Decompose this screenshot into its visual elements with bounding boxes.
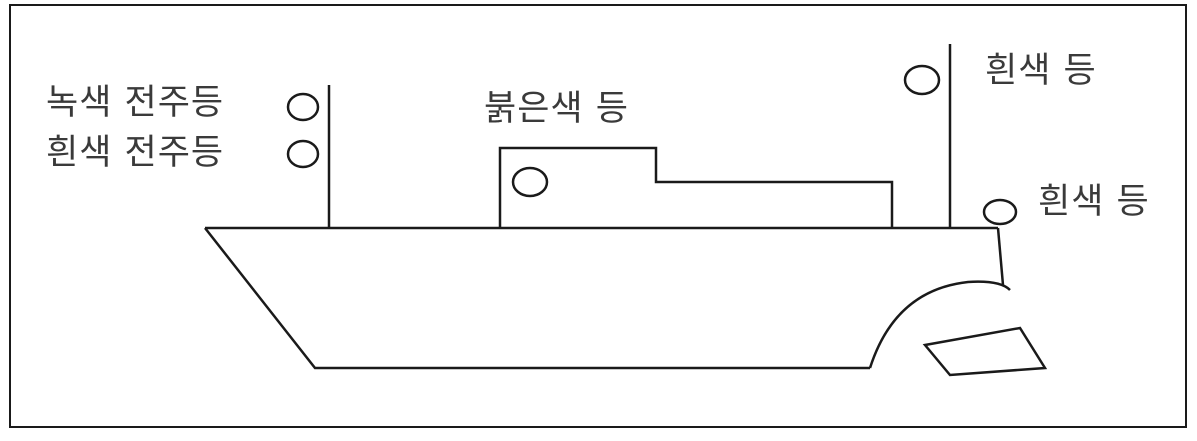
aft-white-light-icon (903, 64, 941, 96)
stern-curve (868, 280, 1011, 369)
green-masthead-light-icon (286, 92, 320, 122)
white-masthead-light-icon (286, 139, 320, 169)
label-white-light-stern: 흰색 등 (1038, 182, 1150, 222)
label-white-masthead: 흰색 전주등 (46, 133, 225, 173)
superstructure (498, 146, 894, 228)
hull-bottom (204, 227, 870, 370)
stern-post (996, 227, 1005, 286)
outer-frame (9, 4, 1187, 428)
label-white-light-mast: 흰색 등 (985, 51, 1097, 91)
label-green-masthead: 녹색 전주등 (46, 83, 225, 123)
rudder (922, 326, 1048, 377)
red-side-light-icon (511, 166, 549, 198)
label-red-light: 붉은색 등 (484, 89, 629, 129)
stern-white-light-icon (982, 198, 1018, 226)
